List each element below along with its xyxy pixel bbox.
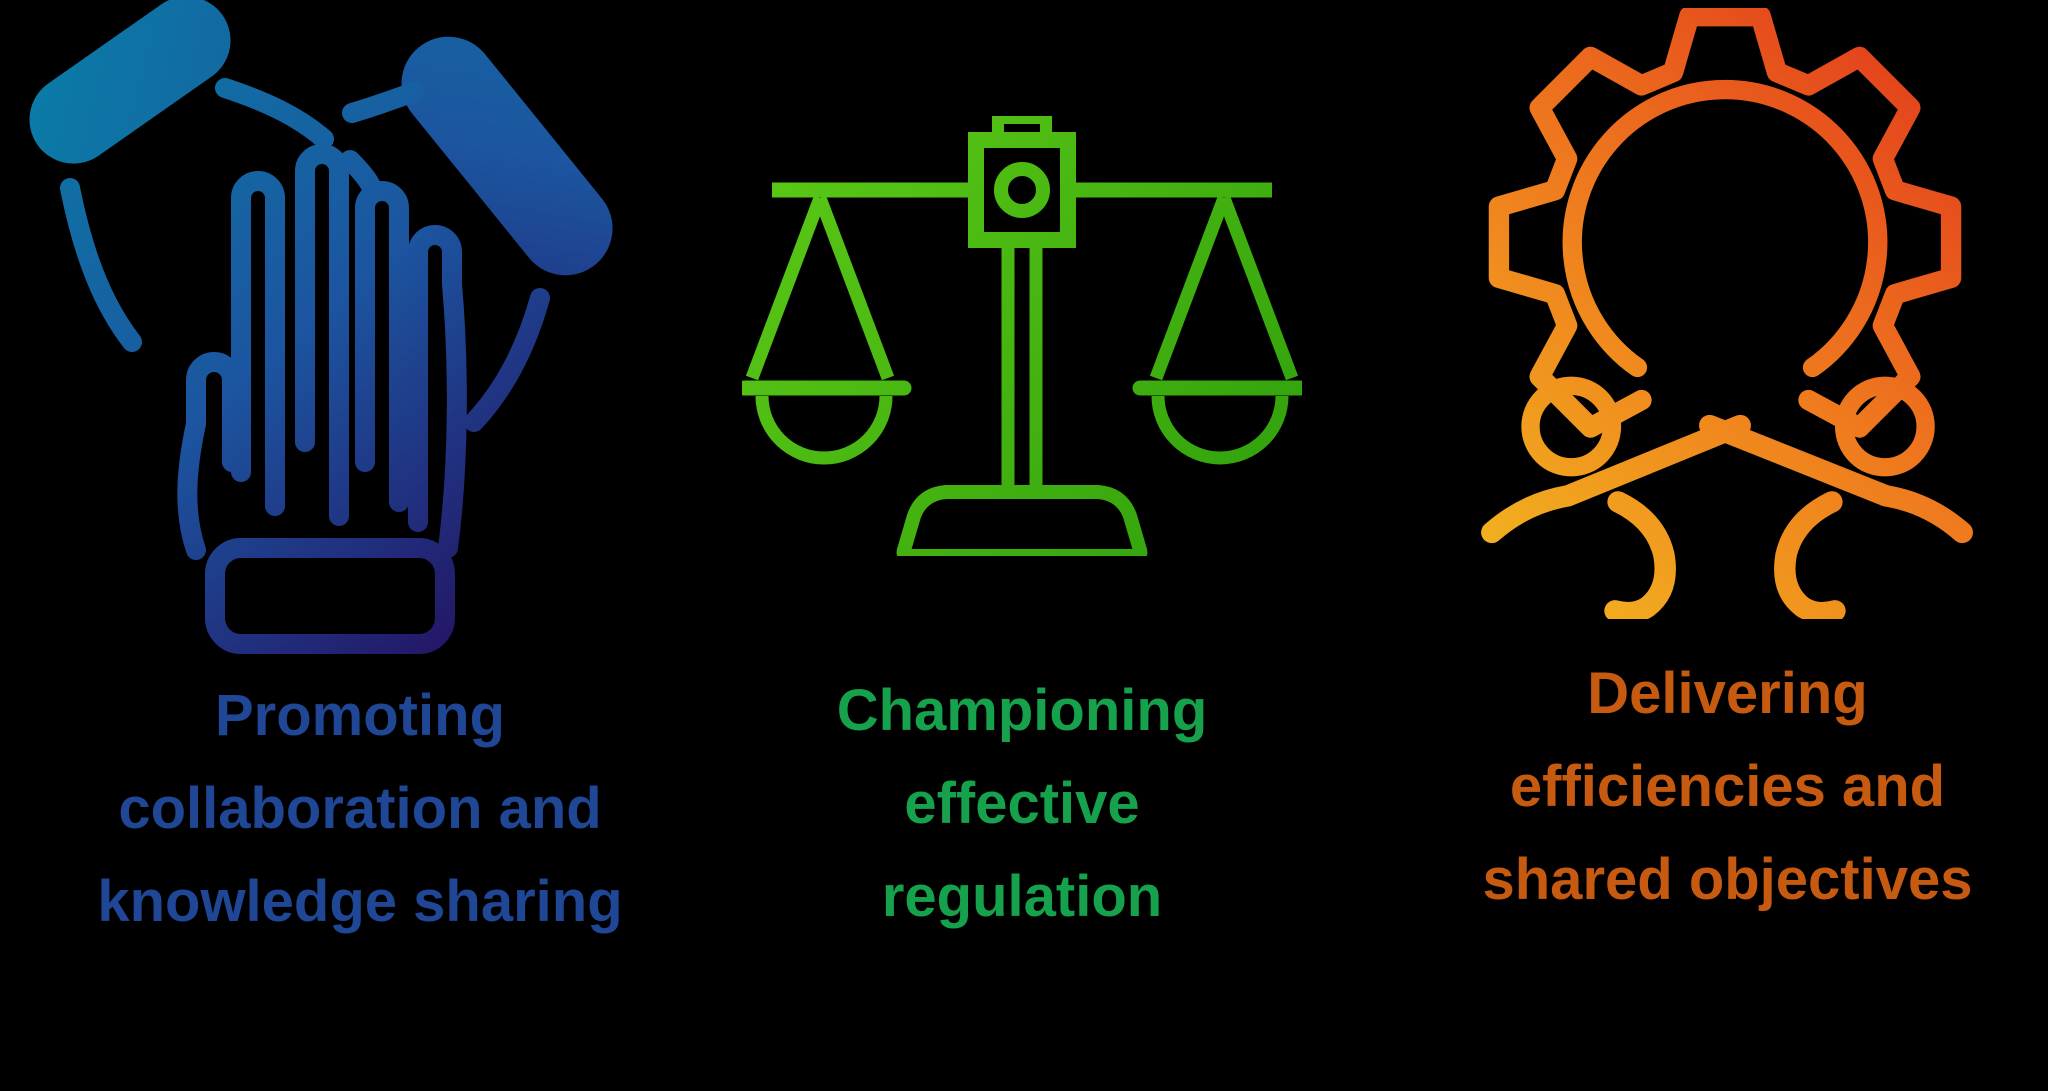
right-person-arm (1699, 414, 1973, 544)
right-pan-bowl (1151, 395, 1289, 465)
right-back-hand-line (342, 82, 424, 123)
caption-line: knowledge sharing (97, 869, 623, 934)
caption-line: shared objectives (1482, 847, 1973, 912)
caption-line: Championing (836, 678, 1208, 743)
gear-outline (1488, 8, 1962, 438)
balance-scale-icon (742, 116, 1302, 556)
caption-line: regulation (881, 864, 1163, 929)
ring-finger (355, 181, 409, 512)
left-person-arm (1481, 414, 1751, 544)
caption-line: effective (904, 771, 1140, 836)
right-wrist-line (464, 288, 550, 432)
thumb-and-palm-left (177, 352, 242, 560)
left-pan-bowl (755, 395, 893, 465)
right-chain (1217, 195, 1299, 381)
back-hand-line (215, 78, 334, 149)
right-sleeve-shape (401, 36, 613, 276)
scale-post (1001, 233, 1043, 499)
right-person-leg (1774, 491, 1846, 619)
left-chain (813, 195, 895, 381)
caption-line: Promoting (215, 683, 505, 748)
middle-finger (295, 144, 349, 526)
left-sleeve-shape (29, 0, 231, 164)
gear-inner-circle (1562, 79, 1888, 378)
gear-people-icon (1481, 8, 1973, 619)
index-finger (231, 171, 285, 516)
left-person-leg (1604, 491, 1676, 619)
caption-collaboration: Promoting collaboration and knowledge sh… (40, 669, 680, 948)
caption-line: efficiencies and (1509, 754, 1946, 819)
caption-line: collaboration and (118, 776, 602, 841)
wrist-cuff (205, 538, 455, 654)
pinky-and-palm-right (408, 225, 467, 558)
scale-pivot-box (968, 132, 1076, 248)
right-person-head (1834, 376, 1935, 477)
left-person-head (1521, 376, 1622, 477)
caption-line: Delivering (1587, 661, 1868, 726)
left-wrist-line (60, 178, 142, 352)
scale-base (896, 485, 1148, 556)
balance-scale-shapes (742, 116, 1302, 556)
scale-pivot-circle (994, 162, 1050, 218)
left-chain (745, 195, 827, 381)
right-chain (1149, 195, 1231, 381)
hands-stacked-icon (29, 0, 613, 654)
caption-regulation: Championing effective regulation (742, 664, 1302, 943)
hands-stacked-shapes (29, 0, 613, 654)
back-hand-fingertip (340, 150, 382, 198)
caption-efficiencies: Delivering efficiencies and shared objec… (1445, 647, 2010, 926)
gear-people-shapes (1481, 8, 1973, 619)
